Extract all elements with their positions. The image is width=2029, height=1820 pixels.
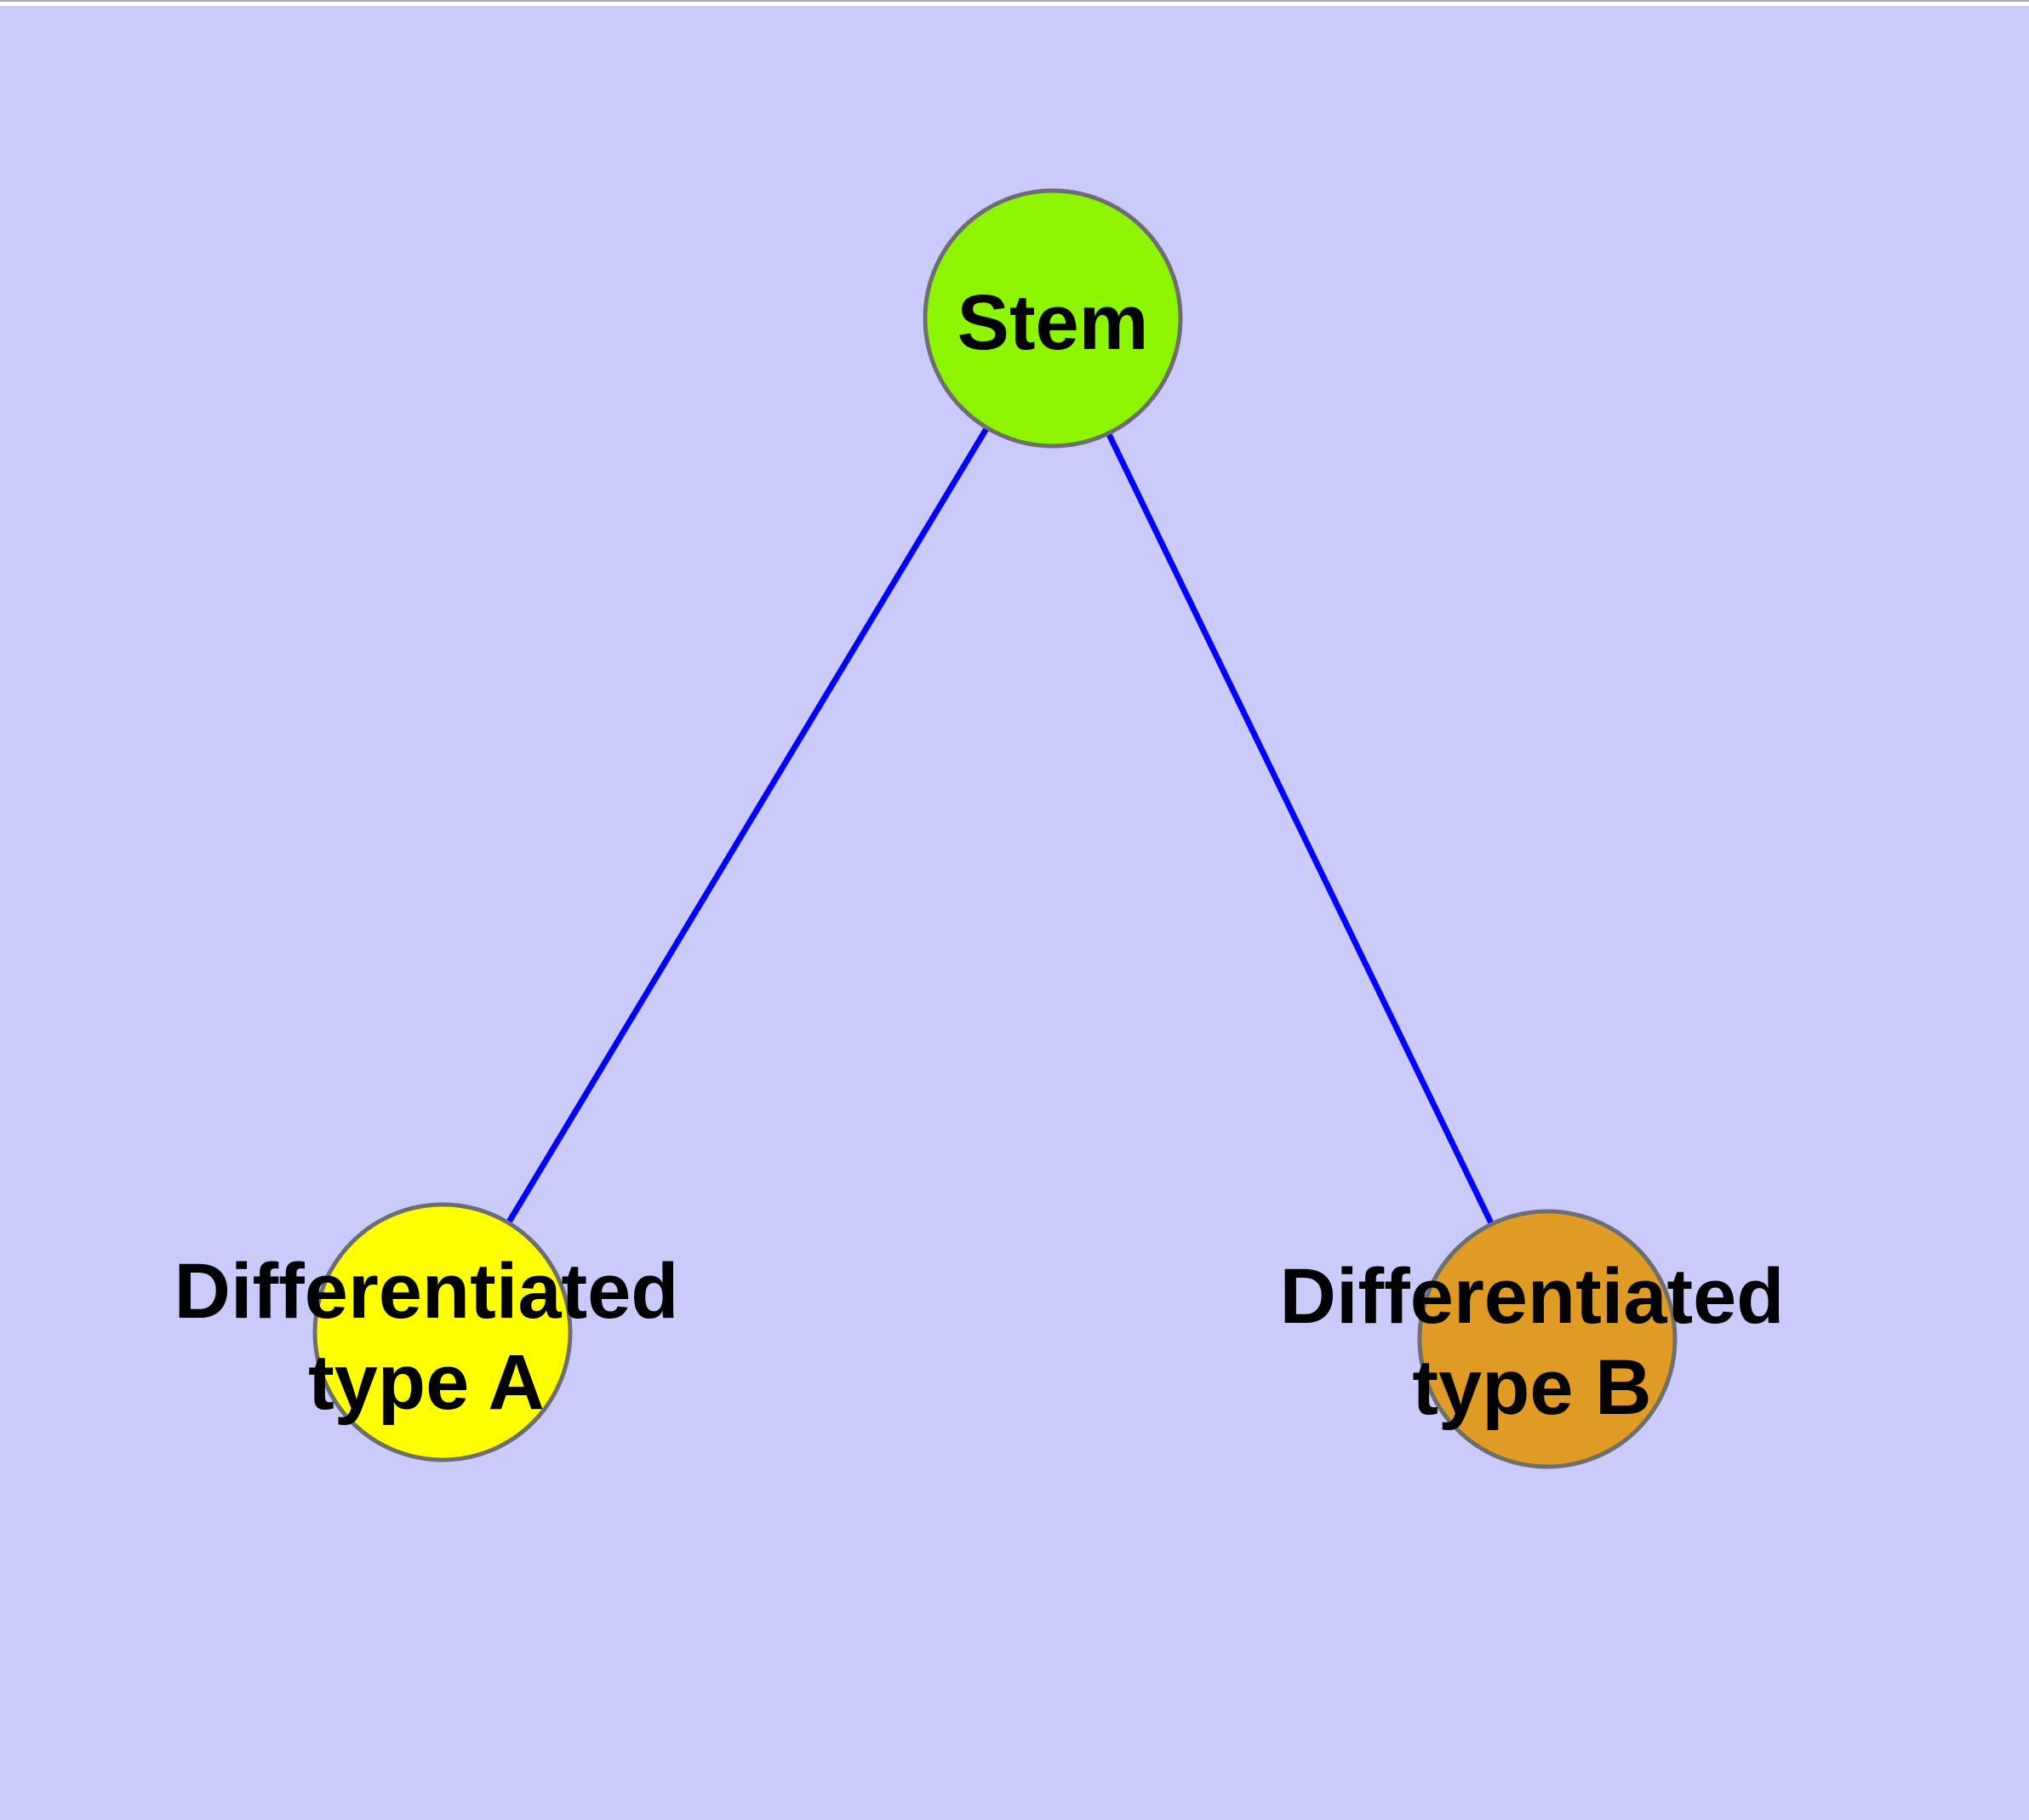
node-type-b-label-line2: type B xyxy=(1412,1344,1651,1431)
node-type-b-circle xyxy=(1417,1209,1677,1469)
node-type-a-label-line2: type A xyxy=(308,1339,545,1426)
node-stem-label: Stem xyxy=(957,279,1149,366)
edge-stem-to-type-b xyxy=(1049,317,1551,1341)
window-top-strip-border xyxy=(0,0,2029,2)
node-type-a-label-line1: Differentiated xyxy=(174,1248,679,1335)
node-stem-circle xyxy=(923,188,1183,449)
node-type-b-label-line1: Differentiated xyxy=(1280,1253,1785,1340)
node-type-a-circle xyxy=(312,1202,573,1462)
window-top-strip xyxy=(0,0,2029,6)
edge-stem-to-type-a xyxy=(440,317,1055,1334)
